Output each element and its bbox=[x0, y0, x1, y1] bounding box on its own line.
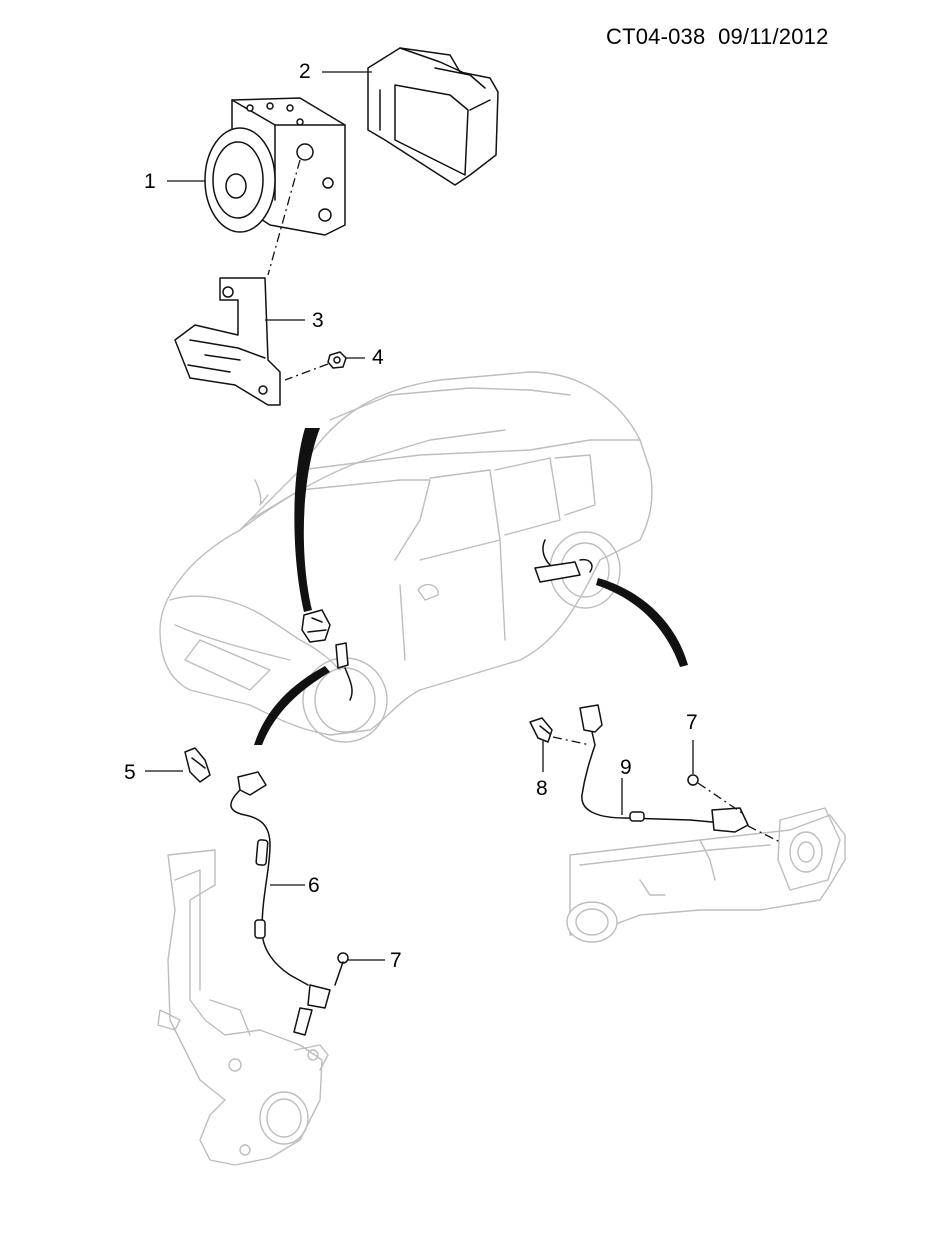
wheel-arc-pointer bbox=[254, 666, 330, 745]
callout-9: 9 bbox=[620, 756, 632, 779]
front-steering-knuckle bbox=[157, 849, 329, 1166]
callout-5: 5 bbox=[124, 761, 136, 784]
callout-3: 3 bbox=[312, 309, 324, 332]
vehicle-outline bbox=[159, 371, 653, 743]
dash-sensor-axle bbox=[747, 825, 781, 843]
dash-1-3 bbox=[267, 159, 301, 276]
rear-wiring-clip bbox=[529, 717, 553, 743]
on-car-modulator bbox=[301, 609, 331, 643]
callout-2: 2 bbox=[299, 60, 311, 83]
drawing-date: 09/11/2012 bbox=[718, 24, 829, 49]
callout-6: 6 bbox=[308, 874, 320, 897]
abs-hydraulic-modulator bbox=[204, 97, 346, 236]
modulator-bracket bbox=[174, 277, 281, 406]
dash-4-3 bbox=[284, 363, 329, 381]
rear-sensor-bolt bbox=[687, 774, 746, 816]
dash-8-9 bbox=[552, 736, 591, 746]
hex-nut bbox=[327, 351, 347, 369]
front-wheel-speed-sensor bbox=[230, 771, 331, 1036]
drawing-header: CT04-038 09/11/2012 bbox=[606, 24, 829, 50]
drawing-code: CT04-038 bbox=[606, 24, 706, 49]
rear-wheel-speed-sensor bbox=[579, 704, 749, 833]
front-arc-pointer bbox=[294, 428, 320, 612]
callout-1: 1 bbox=[144, 170, 156, 193]
callout-4: 4 bbox=[372, 346, 384, 369]
front-sensor-bolt bbox=[334, 952, 349, 986]
front-wiring-clip bbox=[184, 747, 211, 783]
callout-7-rear: 7 bbox=[686, 711, 698, 734]
callout-8: 8 bbox=[536, 777, 548, 800]
ebcm-control-module bbox=[367, 47, 499, 186]
rear-arc-pointer bbox=[596, 578, 688, 667]
callout-7-front: 7 bbox=[390, 949, 402, 972]
on-car-rear-sensor bbox=[534, 539, 593, 583]
rear-axle-beam bbox=[566, 807, 846, 943]
on-car-front-sensor bbox=[335, 642, 353, 701]
